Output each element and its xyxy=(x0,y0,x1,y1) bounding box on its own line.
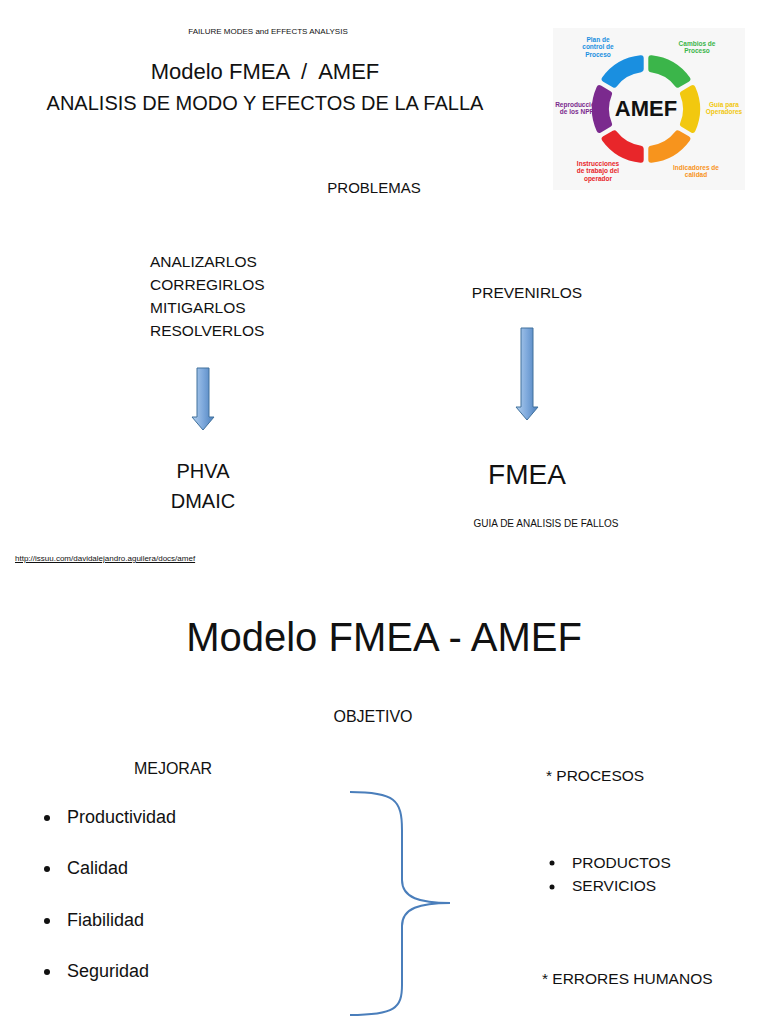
text-label: FAILURE MODES and EFFECTS ANALYSIS xyxy=(188,27,347,37)
bullet xyxy=(44,918,50,924)
block-arrow xyxy=(516,328,538,420)
text-label: Productividad xyxy=(67,807,176,829)
bullet xyxy=(550,885,555,890)
bullet xyxy=(550,861,555,866)
cycle-step-label: Instrucciones de trabajo del operador xyxy=(575,160,621,182)
text-label: Fiabilidad xyxy=(67,910,144,932)
cycle-ring: AMEF xyxy=(591,54,701,164)
node-text: FMEA xyxy=(467,458,587,492)
cycle-step-label: Plan de control de Proceso xyxy=(575,36,621,58)
bullet xyxy=(44,866,50,872)
text-label: * ERRORES HUMANOS xyxy=(542,970,713,989)
text-label: GUIA DE ANALISIS DE FALLOS xyxy=(473,518,618,530)
source-link: http://issuu.com/davidalejandro.aguilera… xyxy=(15,554,195,564)
curly-brace xyxy=(350,792,450,1015)
ring-segment xyxy=(680,85,700,133)
text-label: ANALISIS DE MODO Y EFECTOS DE LA FALLA xyxy=(47,91,484,115)
cycle-step-label: Indicadores de calidad xyxy=(673,164,719,179)
ring-segment xyxy=(602,130,644,162)
action-list: ANALIZARLOS CORREGIRLOS MITIGARLOS RESOL… xyxy=(142,250,264,368)
bullet xyxy=(44,969,50,975)
node-text: AMEF xyxy=(615,96,677,122)
node-text: PREVENIRLOS xyxy=(467,282,587,304)
text-label: Seguridad xyxy=(67,961,149,983)
method-box: FMEA xyxy=(467,420,587,492)
text-label: Modelo FMEA - AMEF xyxy=(186,613,582,661)
text-label: Calidad xyxy=(67,858,128,880)
ring-segment xyxy=(592,85,612,133)
cycle-step-label: Guía para Operadores xyxy=(701,101,747,116)
text-label: OBJETIVO xyxy=(333,707,412,726)
cycle-step-label: Reproducción de los NPR xyxy=(554,101,600,116)
bullet xyxy=(44,815,50,821)
ring-segment xyxy=(648,130,690,162)
method-box: PHVA DMAIC xyxy=(150,430,256,516)
action-box: PREVENIRLOS xyxy=(467,282,587,328)
cycle-step-label: Cambios de Proceso xyxy=(674,40,720,55)
ring-segment xyxy=(648,55,690,87)
slide-title: Modelo FMEA / AMEF xyxy=(151,59,380,85)
ring-segment xyxy=(602,55,644,87)
text-label: PRODUCTOS xyxy=(572,854,671,873)
block-arrow xyxy=(192,368,214,430)
text-label: SERVICIOS xyxy=(572,877,656,896)
node-text: ANALIZARLOS CORREGIRLOS MITIGARLOS RESOL… xyxy=(150,250,264,342)
text-label: MEJORAR xyxy=(134,759,212,778)
text-label: * PROCESOS xyxy=(546,767,644,786)
node-text: PHVA DMAIC xyxy=(150,456,256,516)
text-label: PROBLEMAS xyxy=(327,179,420,197)
